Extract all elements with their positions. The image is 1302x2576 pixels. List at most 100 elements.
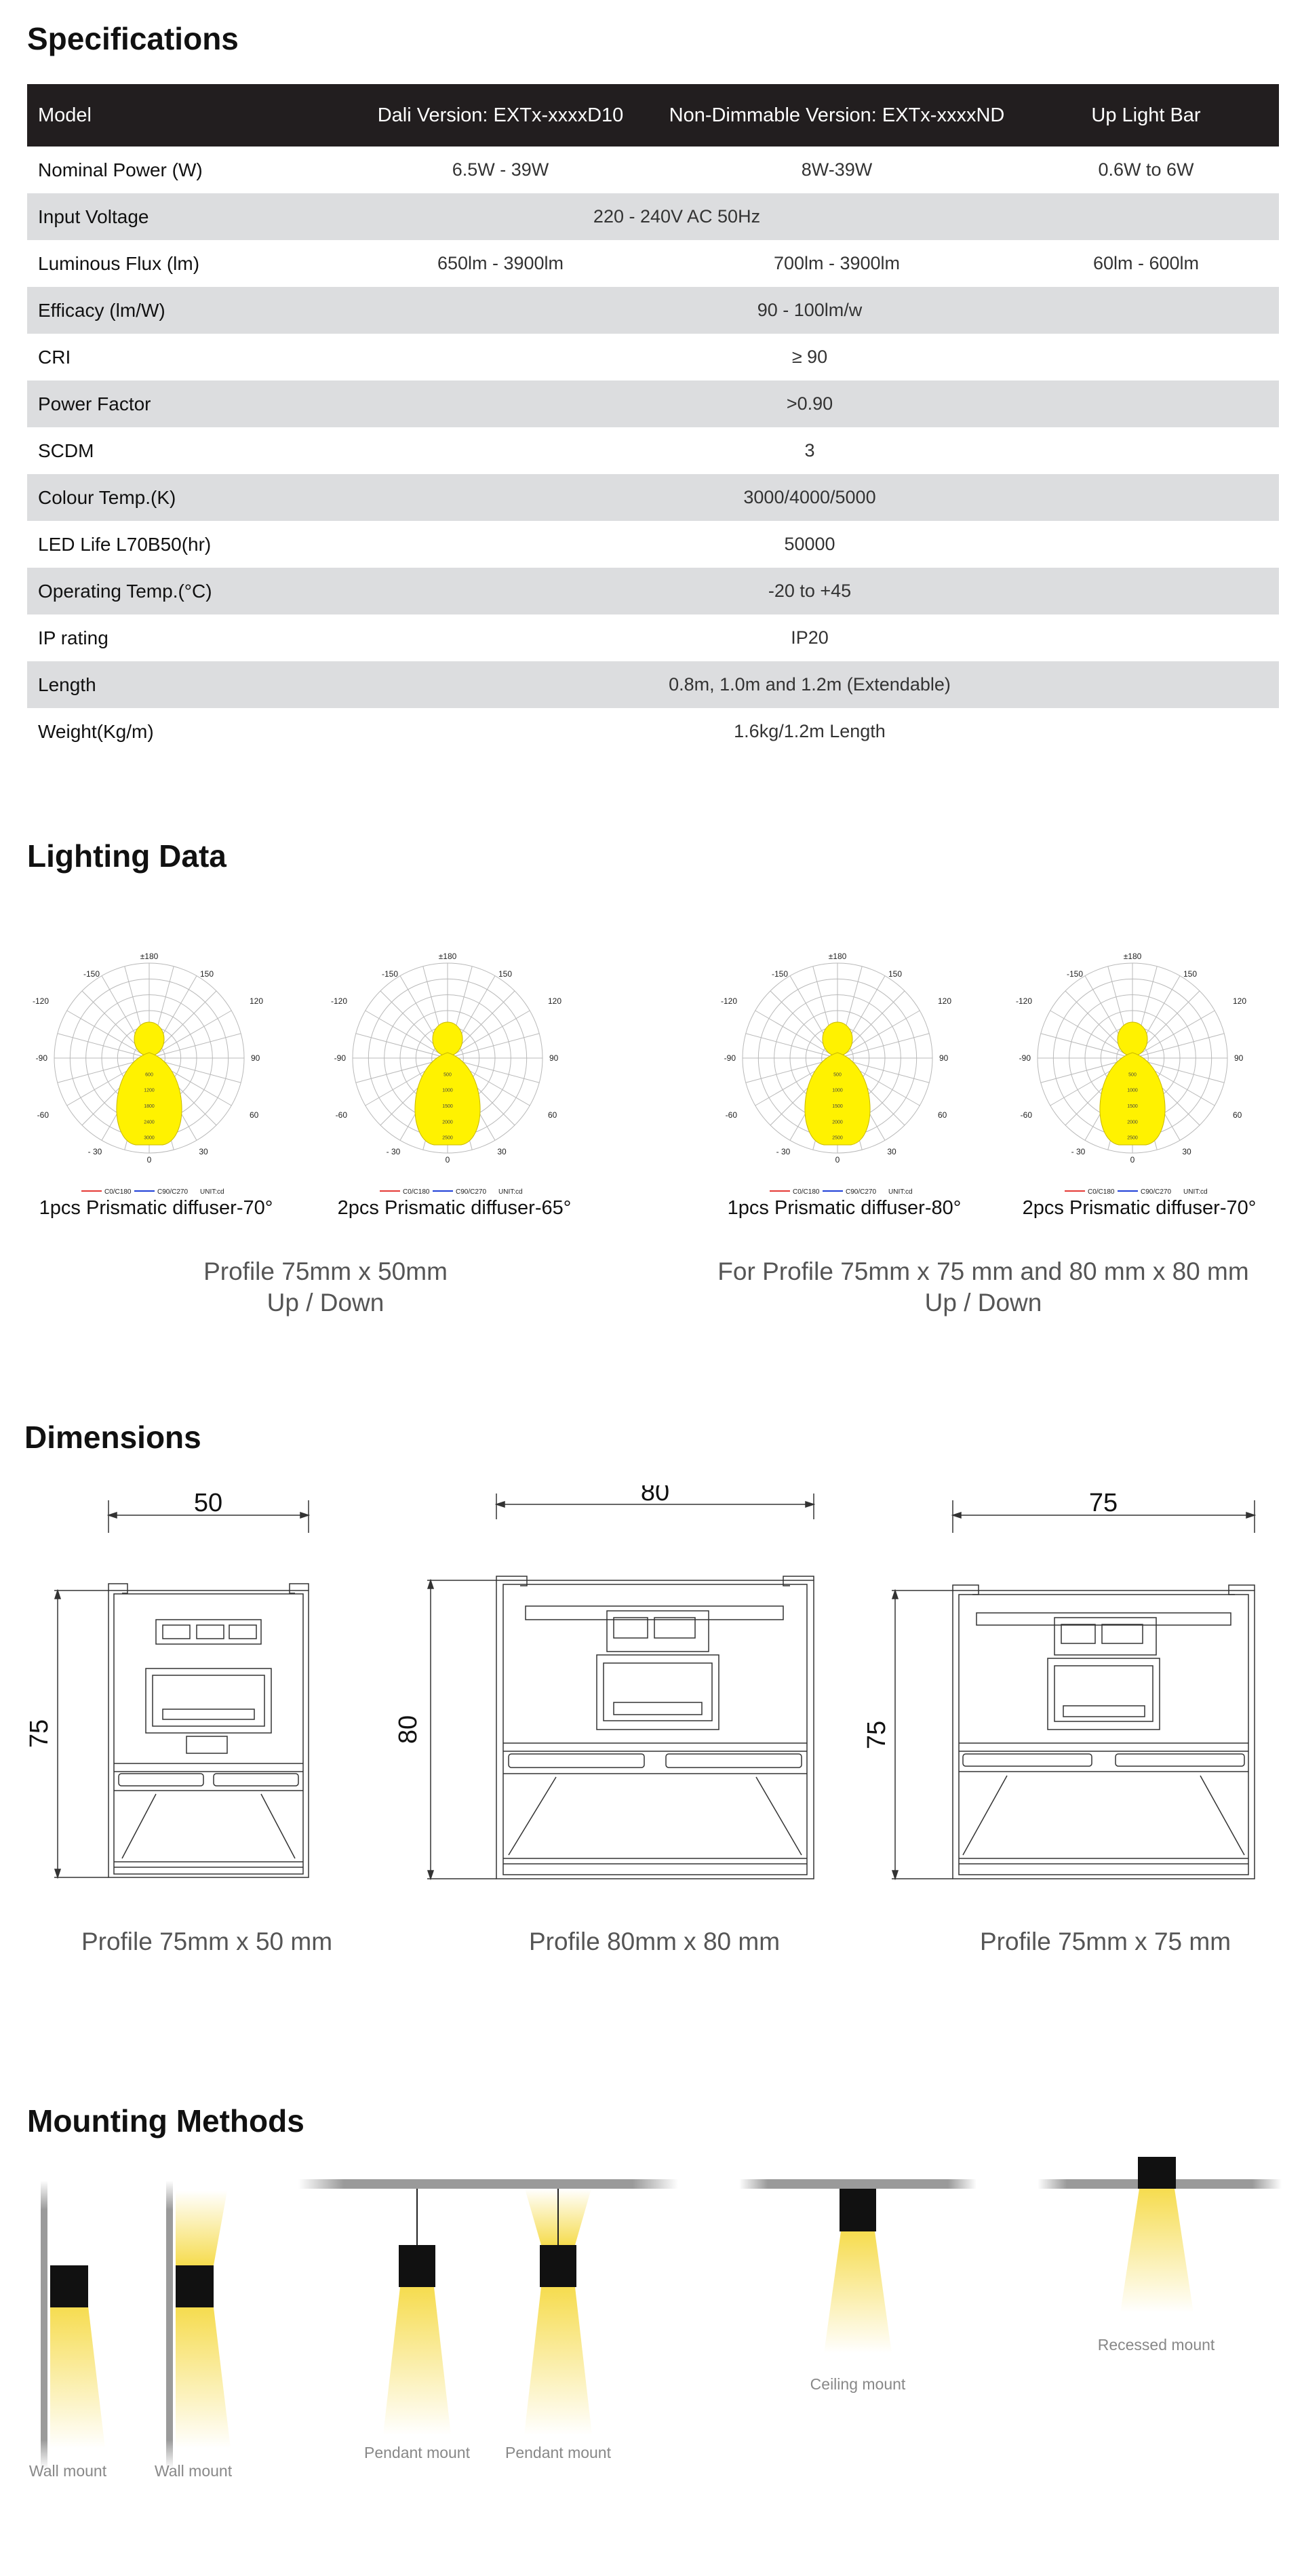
row-label: Operating Temp.(°C) bbox=[27, 568, 340, 614]
angle-label: -90 bbox=[334, 1053, 347, 1063]
ring-value-label: 1500 bbox=[832, 1104, 843, 1109]
angle-label: ±180 bbox=[1124, 952, 1142, 961]
angle-label: -120 bbox=[1016, 996, 1032, 1006]
cell-value: 3000/4000/5000 bbox=[340, 474, 1279, 521]
row-label: LED Life L70B50(hr) bbox=[38, 533, 212, 555]
angle-label: 60 bbox=[938, 1110, 947, 1120]
mounting-methods-heading: Mounting Methods bbox=[27, 2103, 304, 2139]
dimension-caption: Profile 75mm x 50 mm bbox=[81, 1928, 333, 1955]
profile-drawing-75x50: 50 75 bbox=[27, 1492, 311, 1879]
beam-lobe-down bbox=[804, 1052, 871, 1146]
angle-label: 60 bbox=[250, 1110, 259, 1120]
row-label: Length bbox=[27, 661, 340, 708]
polar-spoke bbox=[1050, 1010, 1133, 1059]
polar-caption: 1pcs Prismatic diffuser-70° bbox=[39, 1197, 273, 1219]
legend-label: C0/C180 bbox=[403, 1188, 430, 1196]
polar-spoke bbox=[837, 1010, 920, 1059]
ring-value-label: 500 bbox=[443, 1072, 452, 1077]
table-row: LED Life L70B50(hr) 50000 bbox=[27, 521, 1279, 568]
profile-drawing-80x80: 80 80 bbox=[394, 1485, 816, 1881]
cell-value: 90 - 100lm/w bbox=[340, 287, 1279, 334]
dimension-width-label: 50 bbox=[194, 1492, 222, 1517]
ring-value-label: 500 bbox=[1128, 1072, 1137, 1077]
angle-label: - 30 bbox=[776, 1147, 791, 1156]
cell-value: 220 - 240V AC 50Hz bbox=[340, 193, 1013, 240]
polar-caption: 2pcs Prismatic diffuser-70° bbox=[1022, 1197, 1257, 1219]
ring-value-label: 1000 bbox=[1127, 1089, 1138, 1093]
angle-label: -120 bbox=[33, 996, 49, 1006]
ring-value-label: 2000 bbox=[832, 1120, 843, 1125]
polar-spoke bbox=[365, 1010, 448, 1059]
ceiling-mount-illustration bbox=[739, 2179, 976, 2354]
dimension-width-label: 75 bbox=[1089, 1492, 1118, 1517]
angle-label: 30 bbox=[1182, 1147, 1191, 1156]
angle-label: 0 bbox=[147, 1155, 152, 1165]
profile-caption-75x50: Profile 75mm x 50mm Up / Down bbox=[122, 1256, 529, 1319]
mount-caption-wall: Wall mount bbox=[154, 2462, 233, 2480]
legend-label: C90/C270 bbox=[846, 1188, 876, 1196]
table-row: SCDM 3 bbox=[27, 427, 1279, 474]
legend-label: C0/C180 bbox=[104, 1188, 132, 1196]
angle-label: 90 bbox=[549, 1053, 559, 1063]
dimensions-heading: Dimensions bbox=[24, 1420, 201, 1455]
table-row: Input Voltage 220 - 240V AC 50Hz bbox=[27, 193, 1279, 240]
col-header-uplight: Up Light Bar bbox=[1013, 84, 1279, 147]
angle-label: 150 bbox=[1183, 969, 1197, 979]
legend-label: UNIT:cd bbox=[888, 1188, 913, 1196]
mount-caption-pendant: Pendant mount bbox=[363, 2444, 470, 2461]
ring-value-label: 2500 bbox=[832, 1136, 843, 1141]
angle-label: -150 bbox=[1067, 969, 1083, 979]
mount-caption-ceiling: Ceiling mount bbox=[810, 2375, 906, 2393]
angle-label: -90 bbox=[36, 1053, 48, 1063]
angle-label: -120 bbox=[721, 996, 737, 1006]
lighting-data-heading: Lighting Data bbox=[27, 838, 226, 874]
angle-label: - 30 bbox=[1071, 1147, 1086, 1156]
angle-label: -150 bbox=[772, 969, 788, 979]
beam-lobe-up bbox=[134, 1021, 165, 1057]
ring-value-label: 1500 bbox=[442, 1104, 453, 1109]
angle-label: ±180 bbox=[140, 952, 159, 961]
cell-value: ≥ 90 bbox=[791, 347, 828, 367]
legend-label: UNIT:cd bbox=[200, 1188, 224, 1196]
table-row: Weight(Kg/m) 1.6kg/1.2m Length bbox=[27, 708, 1279, 755]
angle-label: -60 bbox=[37, 1110, 50, 1120]
polar-spoke bbox=[1040, 1033, 1133, 1059]
angle-label: 120 bbox=[938, 996, 951, 1006]
angle-label: 60 bbox=[548, 1110, 557, 1120]
polar-spoke bbox=[755, 1010, 838, 1059]
profile-line2: Up / Down bbox=[924, 1289, 1042, 1316]
mounting-illustrations bbox=[41, 2157, 1282, 2469]
angle-label: -60 bbox=[726, 1110, 738, 1120]
cell-value: >0.90 bbox=[340, 380, 1279, 427]
angle-label: 90 bbox=[251, 1053, 260, 1063]
legend-label: C0/C180 bbox=[1088, 1188, 1115, 1196]
angle-label: 30 bbox=[199, 1147, 208, 1156]
ring-value-label: 500 bbox=[833, 1072, 842, 1077]
specifications-heading: Specifications bbox=[27, 21, 239, 56]
table-row: Efficacy (lm/W) 90 - 100lm/w bbox=[27, 287, 1279, 334]
beam-lobe-down bbox=[116, 1052, 182, 1146]
beam-lobe-down bbox=[1099, 1052, 1166, 1146]
ring-value-label: 3000 bbox=[144, 1136, 155, 1141]
angle-label: 90 bbox=[1234, 1053, 1244, 1063]
table-row: Power Factor >0.90 bbox=[27, 380, 1279, 427]
cell-value: -20 to +45 bbox=[340, 568, 1279, 614]
table-row: Colour Temp.(K) 3000/4000/5000 bbox=[27, 474, 1279, 521]
row-label: SCDM bbox=[38, 440, 94, 461]
legend-label: UNIT:cd bbox=[1183, 1188, 1208, 1196]
dimension-caption: Profile 75mm x 75 mm bbox=[979, 1928, 1231, 1955]
angle-label: -90 bbox=[724, 1053, 736, 1063]
polar-spoke bbox=[149, 1010, 232, 1059]
beam-lobe-up bbox=[822, 1021, 853, 1057]
polar-spoke bbox=[1132, 1010, 1215, 1059]
spec-table: Model Dali Version: EXTx-xxxxD10 Non-Dim… bbox=[27, 84, 1279, 755]
row-label: Luminous Flux (lm) bbox=[38, 252, 200, 274]
row-label: Nominal Power (W) bbox=[38, 159, 203, 180]
mount-caption-pendant: Pendant mount bbox=[505, 2444, 611, 2461]
row-label: CRI bbox=[38, 346, 71, 368]
row-label: Input Voltage bbox=[27, 193, 340, 240]
mount-caption-recessed: Recessed mount bbox=[1097, 2336, 1215, 2354]
cell-value: 1.6kg/1.2m Length bbox=[734, 721, 886, 741]
